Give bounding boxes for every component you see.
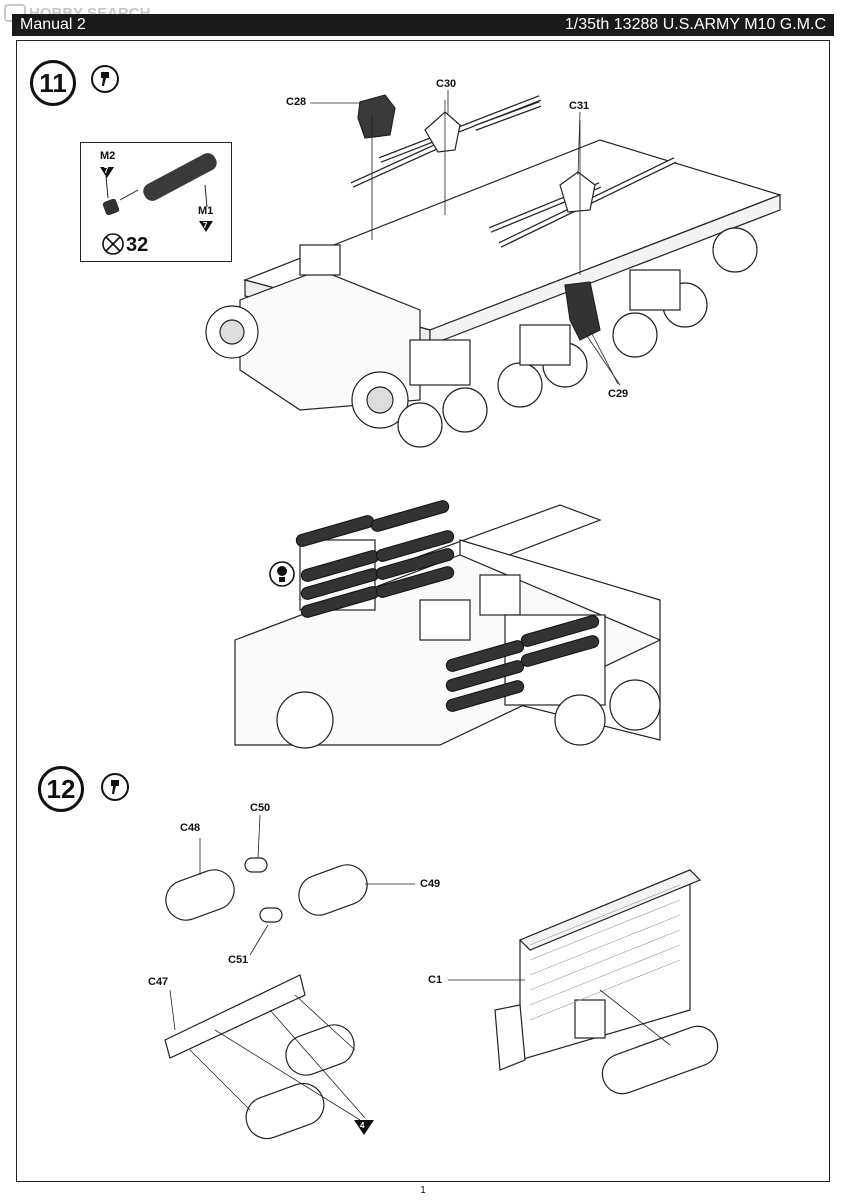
- inset-part-drawing: [100, 153, 217, 255]
- label-m1: M1: [198, 205, 214, 217]
- label-c51: C51: [228, 954, 249, 966]
- step-11-hull-top: [205, 139, 782, 448]
- step-11-parts: [350, 94, 677, 386]
- ammo-tubes: [295, 500, 600, 712]
- glue-icon: [101, 773, 129, 801]
- label-c29: C29: [608, 388, 629, 400]
- step-12-marker-triangle: [354, 1120, 374, 1135]
- manual-title: Manual 2: [20, 16, 86, 33]
- step-number: 12: [46, 773, 76, 804]
- step-12-leaders: [169, 814, 671, 1121]
- step-12-drawing: [164, 857, 719, 1140]
- label-c50: C50: [250, 802, 271, 814]
- step-11-leaders: [310, 90, 619, 385]
- header-bar: Manual 2 1/35th 13288 U.S.ARMY M10 G.M.C: [12, 14, 834, 36]
- label-c31: C31: [569, 100, 590, 112]
- label-c49: C49: [420, 878, 441, 890]
- c1-mesh: [529, 884, 681, 1021]
- glue-icon: [91, 65, 119, 93]
- label-marker: 4: [360, 1121, 365, 1130]
- label-c28: C28: [286, 96, 307, 108]
- label-c48: C48: [180, 822, 201, 834]
- step-number: 11: [39, 67, 67, 98]
- label-m2-count: 7: [104, 166, 109, 175]
- model-title: 1/35th 13288 U.S.ARMY M10 G.M.C: [564, 16, 826, 33]
- label-c1: C1: [428, 974, 443, 986]
- label-count: 32: [126, 234, 149, 256]
- page-frame: [16, 40, 830, 1182]
- step-11-badge: 11: [30, 60, 76, 106]
- page-number: 1: [420, 1185, 426, 1196]
- label-c30: C30: [436, 78, 457, 90]
- label-c47: C47: [148, 976, 169, 988]
- label-m2: M2: [100, 150, 116, 162]
- tip-bulb-icon: [269, 561, 295, 587]
- label-m1-count: 7: [203, 221, 208, 230]
- step-12-badge: 12: [38, 766, 84, 812]
